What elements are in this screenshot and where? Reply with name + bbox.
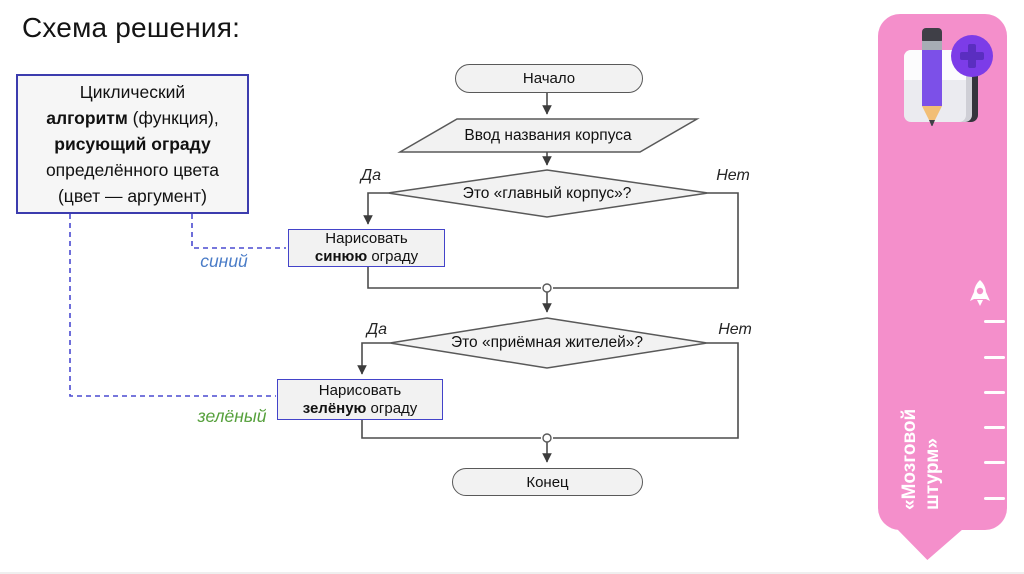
dashed-link-blue <box>191 214 286 249</box>
sidebar-caption: «Мозговой штурм» <box>899 408 943 510</box>
line-no2-to-merge2 <box>553 342 739 439</box>
process1-line1: Нарисовать <box>325 230 408 247</box>
annotation-note-text: Циклический алгоритм (функция), рисующий… <box>45 82 220 206</box>
sidebar-ruler-tick <box>984 426 1005 429</box>
page-title: Схема решения: <box>22 12 241 43</box>
end-label: Конец <box>526 473 569 491</box>
merge-connector-2 <box>542 433 552 443</box>
decision2-label: Это «приёмная жителей»? <box>450 334 644 351</box>
sidebar-ruler-tick <box>984 497 1005 500</box>
process-draw-green-fence: Нарисовать зелёную ограду <box>277 379 443 420</box>
argument-label-green: зелёный <box>197 406 267 426</box>
process-draw-blue-fence: Нарисовать синюю ограду <box>288 229 445 267</box>
arrow-yes2-to-process2 <box>357 342 390 375</box>
decision1-yes-label: Да <box>360 167 382 184</box>
input-parallelogram <box>397 118 700 153</box>
arrow-yes1-to-process1 <box>363 192 388 225</box>
decision2-diamond <box>389 317 708 369</box>
line-process2-to-merge2 <box>361 420 541 439</box>
notebook-pencil-plus-icon <box>904 28 993 126</box>
process2-line1: Нарисовать <box>318 381 402 399</box>
decision2-yes-label: Да <box>366 321 388 338</box>
decision1-no-label: Нет <box>716 167 750 184</box>
line-process1-to-merge1 <box>367 267 541 289</box>
argument-label-blue: синий <box>200 251 248 271</box>
end-terminal: Конец <box>452 468 643 496</box>
input-step-label: Ввод названия корпуса <box>464 126 632 144</box>
sidebar-ruler-tick <box>984 461 1005 464</box>
start-label: Начало <box>522 70 576 87</box>
line-no1-to-merge1 <box>553 192 739 289</box>
start-terminal: Начало <box>455 64 643 93</box>
process2-line2: зелёную ограду <box>302 399 418 417</box>
merge-connector-1 <box>542 283 552 293</box>
rocket-icon <box>970 280 990 306</box>
decision1-diamond <box>387 169 709 218</box>
dashed-link-green <box>69 214 276 397</box>
annotation-note-box: Циклический алгоритм (функция), рисующий… <box>16 74 249 214</box>
sidebar-ruler-tick <box>984 391 1005 394</box>
process1-line2: синюю ограду <box>314 248 419 265</box>
sidebar-ruler-tick <box>984 320 1005 323</box>
decision1-label: Это «главный корпус»? <box>462 184 632 202</box>
sidebar-ruler-tick <box>984 356 1005 359</box>
decision2-no-label: Нет <box>718 321 752 338</box>
